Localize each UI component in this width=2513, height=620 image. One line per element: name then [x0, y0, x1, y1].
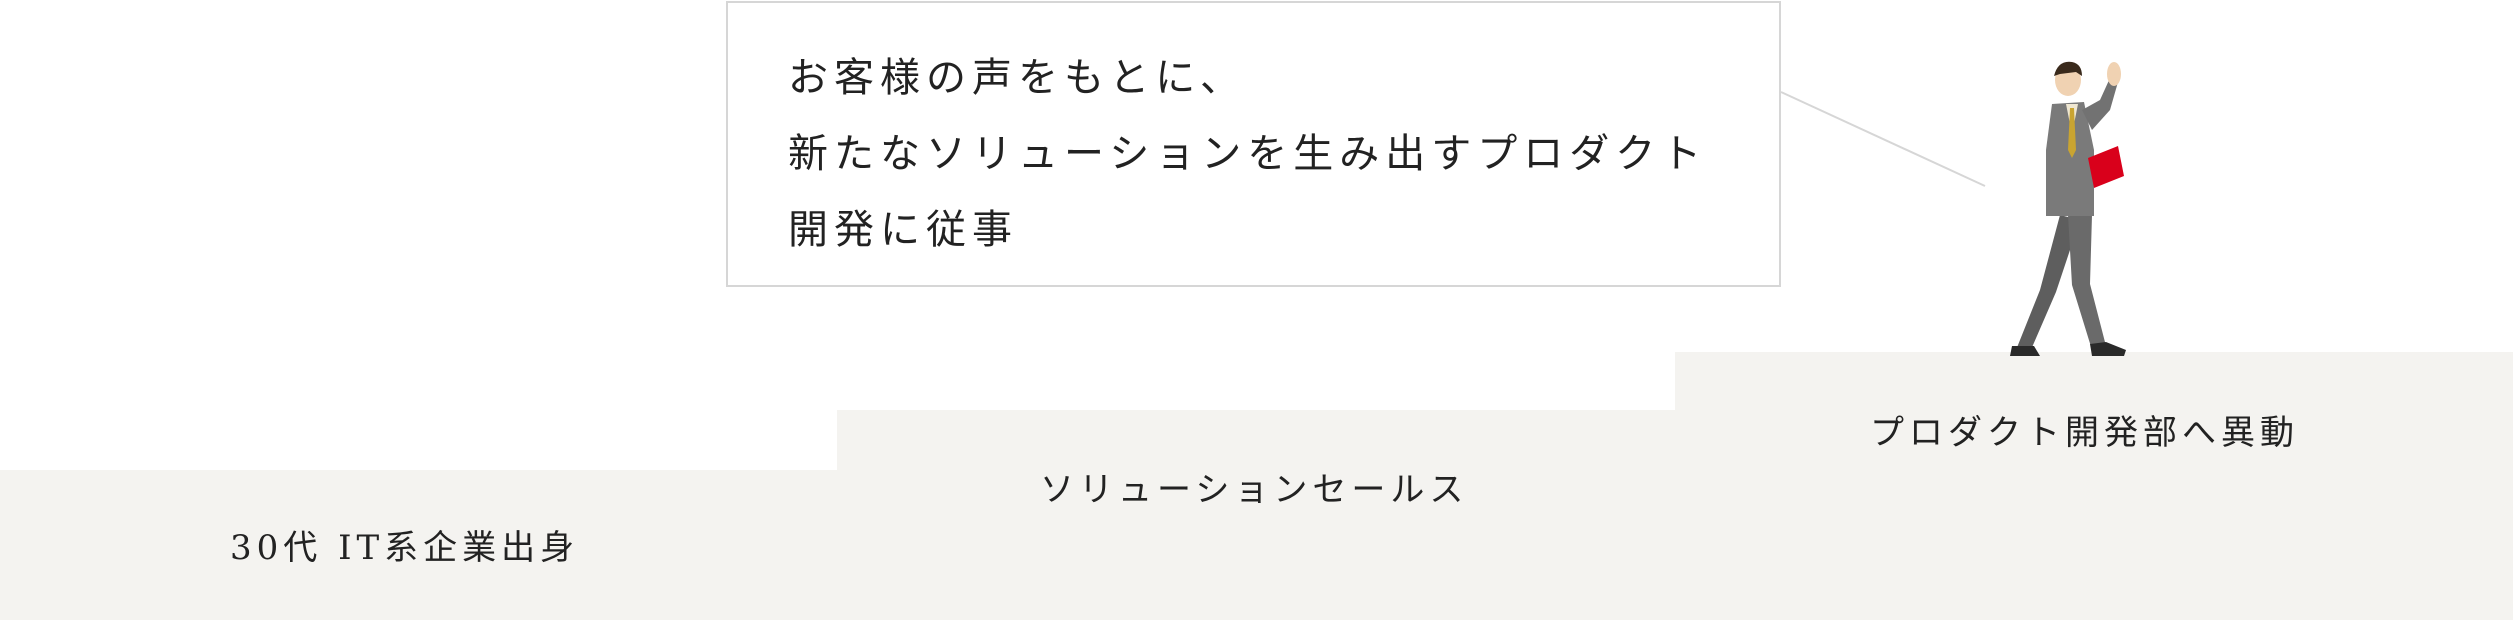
career-step-1	[0, 470, 840, 620]
speech-bubble: お客様の声をもとに、 新たなソリューションを生み出すプロダクト 開発に従事	[726, 1, 1781, 287]
career-step-2	[837, 410, 1677, 620]
career-step-1-label: 30代 IT系企業出身	[230, 528, 580, 568]
speech-bubble-line-1: お客様の声をもとに、	[788, 55, 1246, 101]
speech-bubble-line-2: 新たなソリューションを生み出すプロダクト	[788, 131, 1708, 177]
career-step-3-label: プロダクト開発部へ異動	[1870, 413, 2299, 453]
businessman-illustration	[2010, 61, 2126, 356]
red-folder-icon	[2088, 146, 2124, 188]
career-step-3	[1675, 352, 2513, 620]
speech-bubble-line-3: 開発に従事	[788, 207, 1018, 253]
career-step-2-label: ソリューションセールス	[1040, 470, 1469, 510]
speech-bubble-pointer	[1780, 91, 1986, 187]
